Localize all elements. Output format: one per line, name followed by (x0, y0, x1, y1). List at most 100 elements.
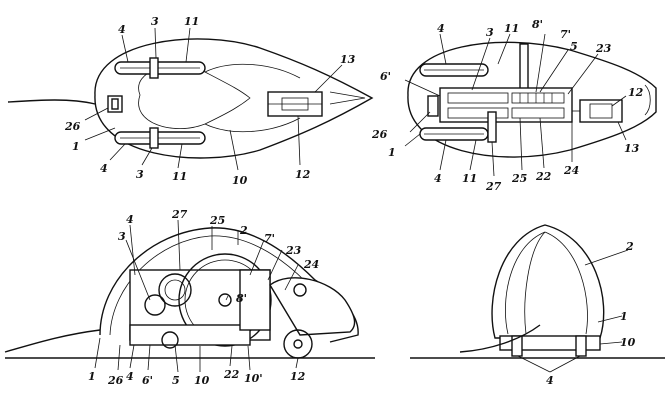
battery-box (239, 269, 271, 331)
track-right (575, 335, 587, 357)
wheel-shaft (487, 111, 497, 143)
leader (284, 264, 299, 291)
leader (539, 117, 545, 169)
wheel-lower (149, 127, 159, 149)
leader (225, 295, 229, 301)
head (269, 277, 356, 336)
label-6-prime: 6' (380, 70, 391, 83)
shell-inner (109, 235, 307, 336)
leader (497, 33, 511, 65)
motor (511, 92, 565, 104)
label-4: 4 (118, 23, 126, 36)
leader (567, 53, 599, 95)
leader (109, 143, 126, 161)
leader (147, 344, 151, 371)
label-8-prime: 8' (236, 292, 247, 305)
leader (229, 345, 233, 367)
leader (535, 33, 546, 93)
switch-knob (111, 98, 119, 110)
small-gear-inner (164, 279, 186, 301)
leader (611, 95, 627, 107)
label-12: 12 (290, 370, 306, 383)
cable-line (459, 324, 541, 353)
leader (84, 127, 116, 141)
label-7-prime: 7' (264, 232, 275, 245)
side-view: 4 27 25 2 7' 23 24 3 8' 1 26 4 6' 5 10 2… (4, 208, 375, 387)
leader (84, 107, 109, 121)
main-gear (178, 253, 272, 347)
label-22: 22 (223, 368, 240, 381)
leader (491, 141, 495, 177)
leader (549, 355, 581, 373)
label-4-lower: 4 (126, 370, 134, 383)
leader (409, 111, 431, 133)
label-4-lower: 4 (100, 162, 108, 175)
cable-line (4, 329, 101, 353)
leader (297, 115, 301, 166)
leader (469, 139, 477, 171)
label-26: 26 (107, 374, 124, 387)
label-12: 12 (295, 168, 311, 181)
label-7-prime: 7' (560, 28, 571, 41)
top-section-view: 4 3 11 8' 7' 5 23 12 6' 26 1 4 11 27 25 … (371, 18, 657, 193)
label-1: 1 (388, 146, 396, 159)
body-outline (94, 38, 374, 159)
front-wheel-hub (293, 339, 303, 349)
leader (539, 49, 569, 93)
top-view: 4 3 11 13 26 1 4 3 11 10 12 (7, 15, 374, 187)
battery (511, 107, 565, 119)
leader (174, 344, 179, 373)
rod (519, 43, 529, 91)
section-outline (407, 41, 657, 158)
leader (617, 121, 627, 141)
leader (584, 249, 629, 266)
label-1: 1 (620, 310, 628, 323)
leader (154, 27, 157, 59)
label-4: 4 (126, 213, 134, 226)
shell-line (505, 231, 546, 335)
label-3: 3 (118, 230, 126, 243)
leader (439, 33, 447, 65)
label-11: 11 (504, 22, 519, 35)
label-10-prime: 10' (244, 372, 263, 385)
shell-line (204, 117, 301, 133)
label-2: 2 (239, 224, 248, 237)
drive-wheel (161, 331, 179, 349)
leader (597, 315, 623, 323)
label-13: 13 (624, 142, 640, 155)
gear-hub (218, 293, 232, 307)
label-6-prime: 6' (142, 374, 153, 387)
label-1: 1 (88, 370, 96, 383)
label-10: 10 (232, 174, 248, 187)
label-23: 23 (595, 42, 612, 55)
leader (249, 239, 265, 276)
switch (427, 95, 439, 117)
nose (644, 84, 651, 116)
label-2: 2 (625, 240, 634, 253)
track-left (511, 335, 523, 357)
label-3-lower: 3 (136, 168, 144, 181)
leader (94, 337, 101, 369)
leader (314, 64, 343, 93)
shell-line (204, 63, 301, 79)
front-view: 2 1 10 4 (410, 224, 665, 387)
gear-train (447, 107, 509, 119)
label-11-lower: 11 (172, 170, 187, 183)
label-24: 24 (563, 164, 579, 177)
leader (247, 345, 251, 371)
label-26: 26 (64, 120, 81, 133)
leader (185, 27, 191, 63)
label-11: 11 (184, 15, 199, 28)
shell-line (544, 231, 588, 335)
label-11-lower: 11 (462, 172, 477, 185)
label-5: 5 (172, 374, 180, 387)
front-wheel (589, 103, 613, 119)
label-4: 4 (437, 22, 445, 35)
wheel-upper (149, 57, 159, 79)
leader (229, 129, 239, 171)
leader (471, 37, 491, 91)
label-27: 27 (485, 180, 502, 193)
leader (267, 249, 283, 281)
leader (439, 139, 447, 171)
